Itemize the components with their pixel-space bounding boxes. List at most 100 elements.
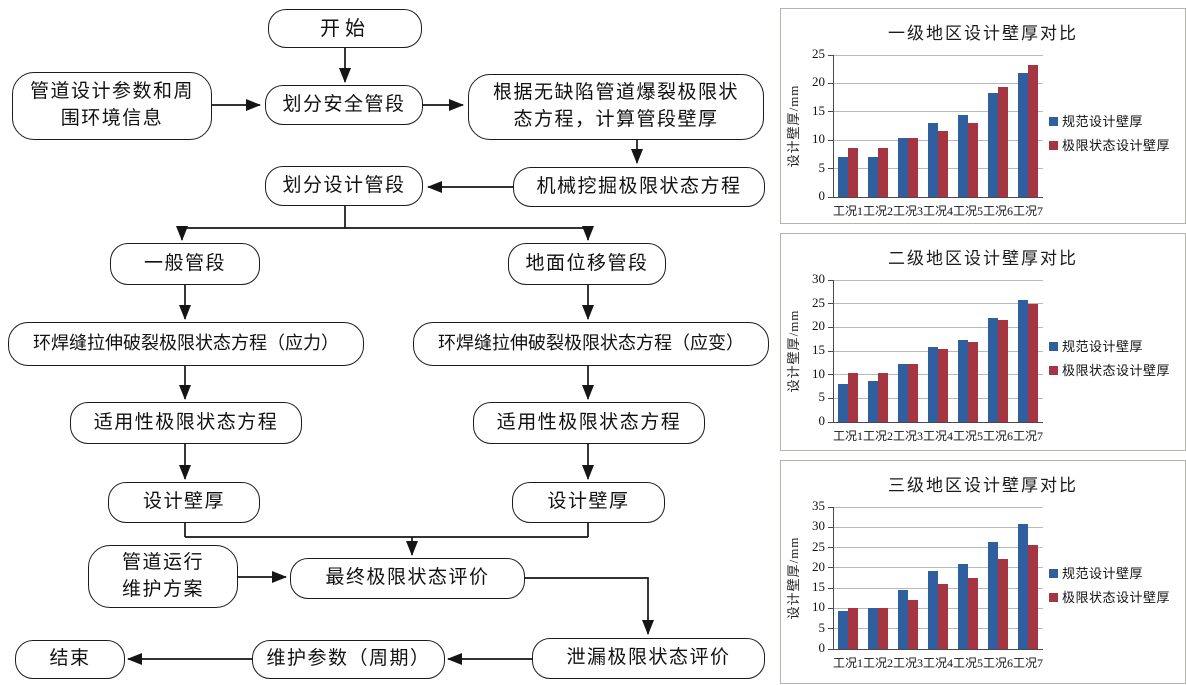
flow-node-maintenance-plan: 管道运行 维护方案: [88, 545, 238, 608]
legend-label: 极限状态设计壁厚: [1062, 590, 1171, 605]
legend-swatch: [1049, 593, 1058, 602]
x-tick-label: 工况3: [892, 656, 923, 670]
y-tick-label: 0: [818, 188, 826, 203]
x-tick-label: 工况2: [862, 204, 893, 218]
y-axis-line: [833, 55, 834, 197]
bar: [928, 122, 938, 197]
y-tick-label: 10: [812, 599, 825, 615]
bar: [958, 563, 968, 649]
y-tick-mark: [828, 507, 833, 508]
bar: [968, 122, 978, 197]
x-tick-label: 工况7: [1012, 429, 1043, 443]
y-tick-mark: [828, 280, 833, 281]
bar: [958, 339, 968, 422]
gridline: [833, 327, 1043, 328]
legend-label: 规范设计壁厚: [1062, 114, 1144, 129]
y-tick-label: 5: [818, 619, 826, 635]
flow-node-burst-limit-state-equation: 根据无缺陷管道爆裂极限状 态方程，计算管段壁厚: [468, 74, 764, 140]
x-axis-line: [833, 649, 1043, 650]
y-tick-mark: [828, 628, 833, 629]
y-tick-label: 35: [812, 498, 825, 513]
x-tick-label: 工况6: [982, 204, 1013, 218]
y-tick-mark: [828, 608, 833, 609]
bar: [868, 380, 878, 422]
flowchart-arrows: [127, 48, 654, 665]
bar: [938, 584, 948, 649]
y-tick-mark: [828, 527, 833, 528]
legend-label: 极限状态设计壁厚: [1062, 138, 1171, 153]
bar: [878, 148, 888, 197]
y-tick-label: 5: [818, 389, 826, 405]
legend-swatch: [1049, 117, 1058, 126]
y-tick-label: 0: [818, 413, 826, 428]
bar: [908, 599, 918, 649]
bar: [998, 559, 1008, 649]
x-tick-label: 工况5: [952, 429, 983, 443]
bar: [928, 347, 938, 422]
bar: [898, 590, 908, 649]
y-tick-label: 5: [818, 159, 826, 175]
y-tick-mark: [828, 168, 833, 169]
y-tick-label: 25: [812, 46, 825, 61]
x-tick-label: 工况1: [832, 204, 863, 218]
legend-swatch: [1049, 141, 1058, 150]
bar: [968, 577, 978, 649]
flow-node-general-segment: 一般管段: [110, 243, 260, 285]
bar: [838, 156, 848, 197]
bar: [868, 608, 878, 649]
y-tick-label: 15: [812, 579, 825, 595]
flow-node-ground-displacement-segment: 地面位移管段: [508, 243, 666, 285]
bar: [998, 320, 1008, 422]
flow-node-design-thickness-right: 设计壁厚: [512, 482, 665, 523]
y-tick-mark: [828, 83, 833, 84]
bar: [868, 156, 878, 197]
gridline: [833, 83, 1043, 84]
x-tick-label: 工况6: [982, 656, 1013, 670]
flow-node-leak-limit-state-evaluation: 泄漏极限状态评价: [532, 638, 765, 679]
x-tick-label: 工况4: [922, 656, 953, 670]
gridline: [833, 111, 1043, 112]
y-tick-label: 15: [812, 102, 825, 118]
x-axis-line: [833, 197, 1043, 198]
y-tick-label: 20: [812, 74, 825, 90]
y-tick-mark: [828, 398, 833, 399]
gridline: [833, 303, 1043, 304]
y-tick-mark: [828, 55, 833, 56]
bar: [988, 542, 998, 649]
bar: [1028, 65, 1038, 197]
bar: [958, 115, 968, 197]
flow-node-girth-weld-strain-equation: 环焊缝拉伸破裂极限状态方程（应变）: [413, 322, 769, 366]
flow-node-girth-weld-stress-equation: 环焊缝拉伸破裂极限状态方程（应力）: [8, 322, 364, 366]
y-axis-line: [833, 280, 834, 422]
x-axis-line: [833, 422, 1043, 423]
y-axis-line: [833, 507, 834, 649]
bar: [998, 86, 1008, 197]
y-tick-mark: [828, 547, 833, 548]
y-tick-mark: [828, 140, 833, 141]
y-tick-mark: [828, 351, 833, 352]
y-tick-mark: [828, 197, 833, 198]
legend-swatch: [1049, 569, 1058, 578]
gridline: [833, 527, 1043, 528]
bar: [898, 363, 908, 422]
y-tick-mark: [828, 588, 833, 589]
y-tick-label: 20: [812, 318, 825, 334]
x-tick-label: 工况1: [832, 429, 863, 443]
x-tick-label: 工况4: [922, 429, 953, 443]
legend-label: 规范设计壁厚: [1062, 339, 1144, 354]
bar: [838, 384, 848, 422]
bar: [908, 363, 918, 422]
bar: [938, 130, 948, 197]
x-tick-label: 工况2: [862, 656, 893, 670]
x-tick-label: 工况4: [922, 204, 953, 218]
x-tick-label: 工况5: [952, 656, 983, 670]
flow-node-maintenance-parameters: 维护参数（周期）: [252, 640, 445, 679]
flow-node-design-thickness-left: 设计壁厚: [108, 482, 260, 523]
legend-swatch: [1049, 366, 1058, 375]
bar: [878, 372, 888, 422]
legend-label: 规范设计壁厚: [1062, 566, 1144, 581]
y-tick-mark: [828, 649, 833, 650]
